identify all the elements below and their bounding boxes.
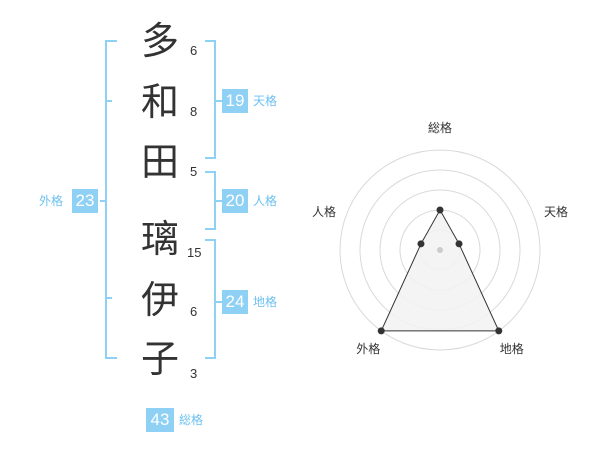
tenkaku-value: 19 bbox=[222, 89, 248, 113]
radar-point-gaikaku bbox=[377, 327, 385, 335]
stroke-count-3: 5 bbox=[190, 164, 198, 179]
radar-axis-label-tenkaku: 天格 bbox=[544, 205, 569, 220]
radar-polygon bbox=[380, 208, 500, 332]
radar-axis-label-jinkaku: 人格 bbox=[311, 205, 336, 220]
soukaku-value: 43 bbox=[146, 408, 174, 432]
stroke-count-6: 3 bbox=[190, 366, 198, 381]
radar-axis-label-gaikaku: 外格 bbox=[356, 341, 381, 356]
stroke-count-2: 8 bbox=[190, 104, 198, 119]
radar-axis-label-soukaku: 総格 bbox=[427, 121, 452, 135]
name-char-5: 伊 bbox=[140, 278, 179, 322]
name-char-2: 和 bbox=[140, 80, 179, 124]
name-char-6: 子 bbox=[140, 337, 179, 381]
soukaku-label: 総格 bbox=[179, 413, 204, 427]
stroke-count-5: 6 bbox=[190, 304, 198, 319]
radar-axis-label-chikaku: 地格 bbox=[499, 341, 524, 356]
bracket-jinkaku bbox=[205, 171, 222, 230]
tenkaku-label: 天格 bbox=[253, 94, 278, 108]
stroke-count-1: 6 bbox=[190, 43, 198, 58]
bracket-chikaku bbox=[205, 239, 222, 359]
stroke-count-4: 15 bbox=[187, 245, 202, 260]
chikaku-label: 地格 bbox=[253, 295, 278, 309]
name-char-3: 田 bbox=[140, 140, 179, 184]
radar-point-soukaku bbox=[436, 206, 444, 214]
bracket-gaikaku bbox=[100, 40, 117, 359]
gaikaku-label: 外格 bbox=[39, 194, 64, 208]
bracket-tenkaku bbox=[205, 40, 222, 159]
name-char-4: 璃 bbox=[140, 217, 179, 261]
radar-point-tenkaku bbox=[455, 240, 463, 248]
radar-center bbox=[437, 247, 443, 253]
radar-point-chikaku bbox=[495, 327, 503, 335]
chikaku-value: 24 bbox=[222, 290, 248, 314]
jinkaku-value: 20 bbox=[222, 189, 248, 213]
name-char-1: 多 bbox=[140, 19, 179, 63]
gaikaku-value: 23 bbox=[72, 189, 98, 213]
radar-point-jinkaku bbox=[417, 240, 425, 248]
jinkaku-label: 人格 bbox=[253, 194, 278, 208]
